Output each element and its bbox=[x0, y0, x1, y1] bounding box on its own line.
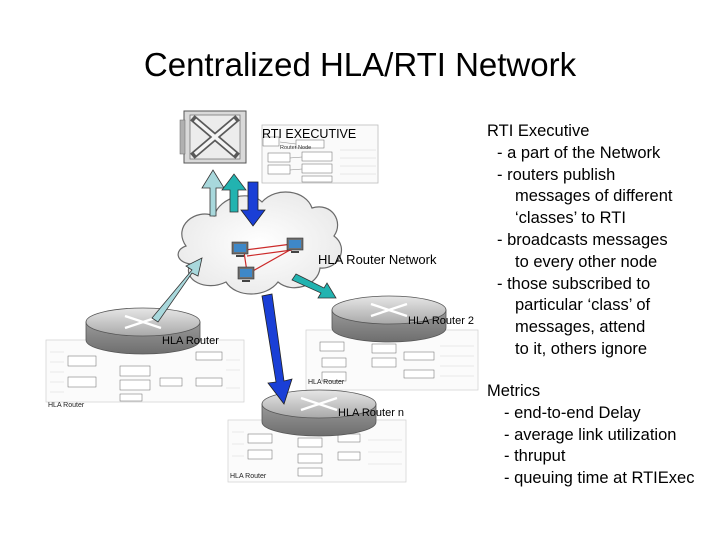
router-left-caption: HLA Router bbox=[48, 402, 85, 409]
switch-icon bbox=[179, 110, 247, 164]
arrow-light-up bbox=[201, 169, 225, 217]
network-label: HLA Router Network bbox=[318, 252, 437, 267]
rti-line: messages, attend bbox=[515, 318, 646, 337]
router-node-label: Router Node bbox=[280, 145, 311, 151]
rti-line: - routers publish bbox=[497, 165, 616, 184]
rti-line: - those subscribed to bbox=[497, 274, 651, 293]
router-2-icon: HLA Router 2 bbox=[331, 295, 474, 343]
computer-icon bbox=[286, 237, 304, 253]
page-title: Centralized HLA/RTI Network bbox=[143, 46, 577, 83]
router-2-caption: HLA Router bbox=[308, 379, 345, 386]
metrics-item: - average link utilization bbox=[504, 425, 677, 444]
router-n-icon: HLA Router n bbox=[261, 389, 404, 437]
arrow-teal-diagonal bbox=[291, 273, 337, 299]
hla-router-network-cloud: HLA Router Network bbox=[177, 191, 437, 295]
arrow-teal-up bbox=[221, 173, 247, 213]
router-2-panel: HLA Router bbox=[305, 329, 479, 391]
rti-executive-label: RTI EXECUTIVE bbox=[262, 127, 356, 141]
rti-executive-description: RTI Executive - a part of the Network - … bbox=[487, 121, 672, 361]
router-left-label: HLA Router bbox=[162, 335, 219, 347]
rti-line: to it, others ignore bbox=[515, 339, 648, 358]
rti-line: ‘classes’ to RTI bbox=[515, 209, 626, 228]
rti-executive-node: RTI EXECUTIVE Router Node bbox=[179, 110, 379, 184]
rti-line: to every other node bbox=[515, 252, 658, 271]
computer-icon bbox=[237, 266, 255, 282]
router-n-label: HLA Router n bbox=[338, 407, 404, 419]
computer-icon bbox=[231, 241, 249, 257]
metrics-heading: Metrics bbox=[487, 382, 541, 400]
arrow-blue-down bbox=[240, 181, 266, 227]
metrics-description: Metrics - end-to-end Delay - average lin… bbox=[487, 381, 694, 490]
rti-line: - broadcasts messages bbox=[497, 230, 668, 249]
arrow-light-diagonal bbox=[151, 257, 203, 323]
metrics-item: - thruput bbox=[504, 447, 566, 466]
metrics-item: - end-to-end Delay bbox=[504, 403, 641, 422]
rti-line: messages of different bbox=[515, 187, 673, 206]
rti-heading: RTI Executive bbox=[487, 122, 590, 140]
arrow-blue-long bbox=[261, 293, 293, 405]
rti-line: particular ‘class’ of bbox=[515, 296, 651, 315]
metrics-item: - queuing time at RTIExec bbox=[504, 469, 695, 488]
router-n-caption: HLA Router bbox=[230, 473, 267, 480]
router-2-label: HLA Router 2 bbox=[408, 315, 474, 327]
rti-line: - a part of the Network bbox=[497, 143, 661, 162]
